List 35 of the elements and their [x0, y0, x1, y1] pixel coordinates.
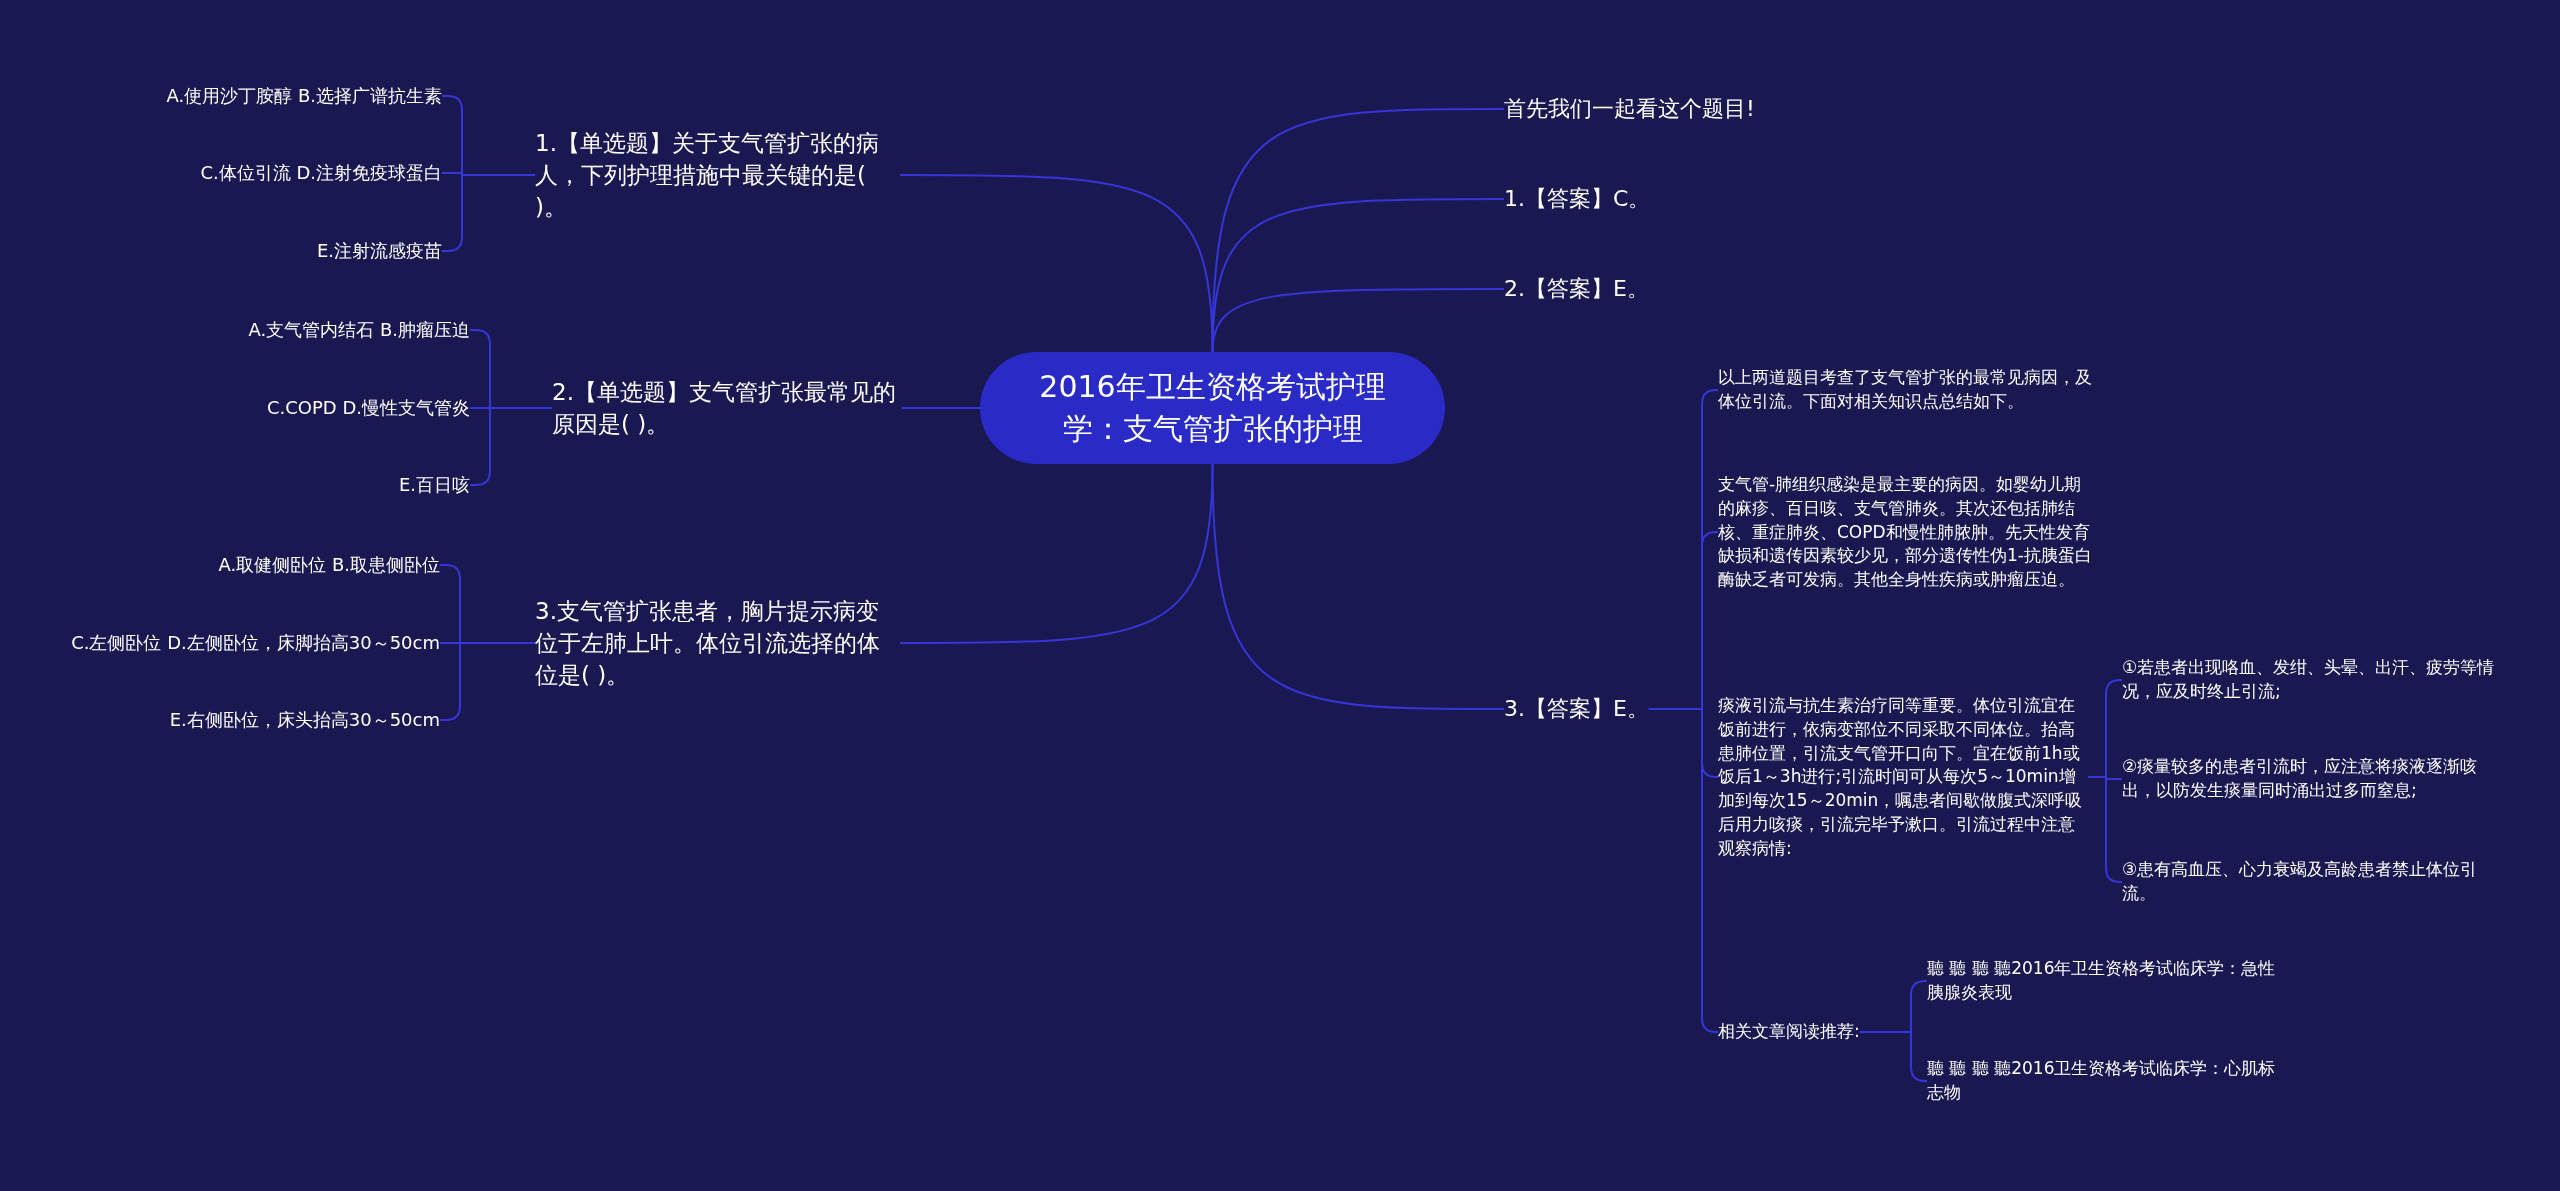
- connector-line: [2087, 776, 2123, 883]
- note-text: ③患有高血压、心力衰竭及高龄患者禁止体位引流。: [2122, 858, 2497, 906]
- note-text: 痰液引流与抗生素治疗同等重要。体位引流宜在饭前进行，依病变部位不同采取不同体位。抬高患肺位置，引流支气管开口向下。宜在饭前1h或饭后1～3h进行;引流时间可从每次5～10min增加到每次15～20min，嘱患者间歇做腹式深呼吸后用力咳痰，引流完毕予漱口。引流过程中注意观察病情:: [1718, 693, 2088, 861]
- note-text: ②痰量较多的患者引流时，应注意将痰液逐渐咳出，以防发生痰量同时涌出过多而窒息;: [2122, 755, 2497, 803]
- answer-text: 1.【答案】C。: [1504, 183, 1651, 215]
- option-text: A.支气管内结石 B.肿瘤压迫: [248, 317, 470, 343]
- option-text: E.注射流感疫苗: [316, 238, 442, 264]
- option-text: C.左侧卧位 D.左侧卧位，床脚抬高30～50cm: [71, 630, 440, 656]
- connector-line: [899, 463, 1214, 644]
- option-text: C.体位引流 D.注射免疫球蛋白: [200, 160, 442, 186]
- connector-line: [1211, 288, 1505, 353]
- answer-text: 首先我们一起看这个题目!: [1504, 93, 1755, 125]
- central-topic: 2016年卫生资格考试护理学：支气管扩张的护理: [980, 352, 1445, 464]
- connector-line: [901, 407, 981, 409]
- option-text: A.取健侧卧位 B.取患侧卧位: [218, 552, 440, 578]
- connector-line: [1211, 108, 1505, 353]
- note-text: 以上两道题目考查了支气管扩张的最常见病因，及体位引流。下面对相关知识点总结如下。: [1718, 366, 2093, 414]
- note-text: 支气管-肺组织感染是最主要的病因。如婴幼儿期的麻疹、百日咳、支气管肺炎。其次还包括肺结核、重症肺炎、COPD和慢性肺脓肿。先天性发育缺损和遗传因素较少见，部分遗传性伪1-抗胰蛋白酶缺乏者可发病。其他全身性疾病或肿瘤压迫。: [1718, 472, 2093, 592]
- connector-line: [1211, 463, 1505, 710]
- option-text: E.右侧卧位，床头抬高30～50cm: [169, 707, 440, 733]
- note-text: 聽 聽 聽 聽2016年卫生资格考试临床学：急性胰腺炎表现: [1927, 957, 2287, 1005]
- answer-text: 2.【答案】E。: [1504, 273, 1649, 305]
- connector-line: [1858, 1031, 1928, 1082]
- note-text: 聽 聽 聽 聽2016卫生资格考试临床学：心肌标志物: [1927, 1057, 2287, 1105]
- connector-line: [899, 174, 1214, 353]
- question-text: 1.【单选题】关于支气管扩张的病人，下列护理措施中最关键的是( )。: [535, 126, 900, 224]
- note-text: 相关文章阅读推荐:: [1718, 1020, 1860, 1044]
- answer-text: 3.【答案】E。: [1504, 693, 1649, 725]
- option-text: E.百日咳: [398, 472, 470, 498]
- question-text: 2.【单选题】支气管扩张最常见的原因是( )。: [552, 375, 902, 441]
- option-text: C.COPD D.慢性支气管炎: [266, 395, 470, 421]
- option-text: A.使用沙丁胺醇 B.选择广谱抗生素: [166, 83, 442, 109]
- note-text: ①若患者出现咯血、发绀、头晕、出汗、疲劳等情况，应及时终止引流;: [2122, 656, 2497, 704]
- question-text: 3.支气管扩张患者，胸片提示病变位于左肺上叶。体位引流选择的体位是( )。: [535, 594, 900, 692]
- connector-line: [1647, 708, 1719, 1033]
